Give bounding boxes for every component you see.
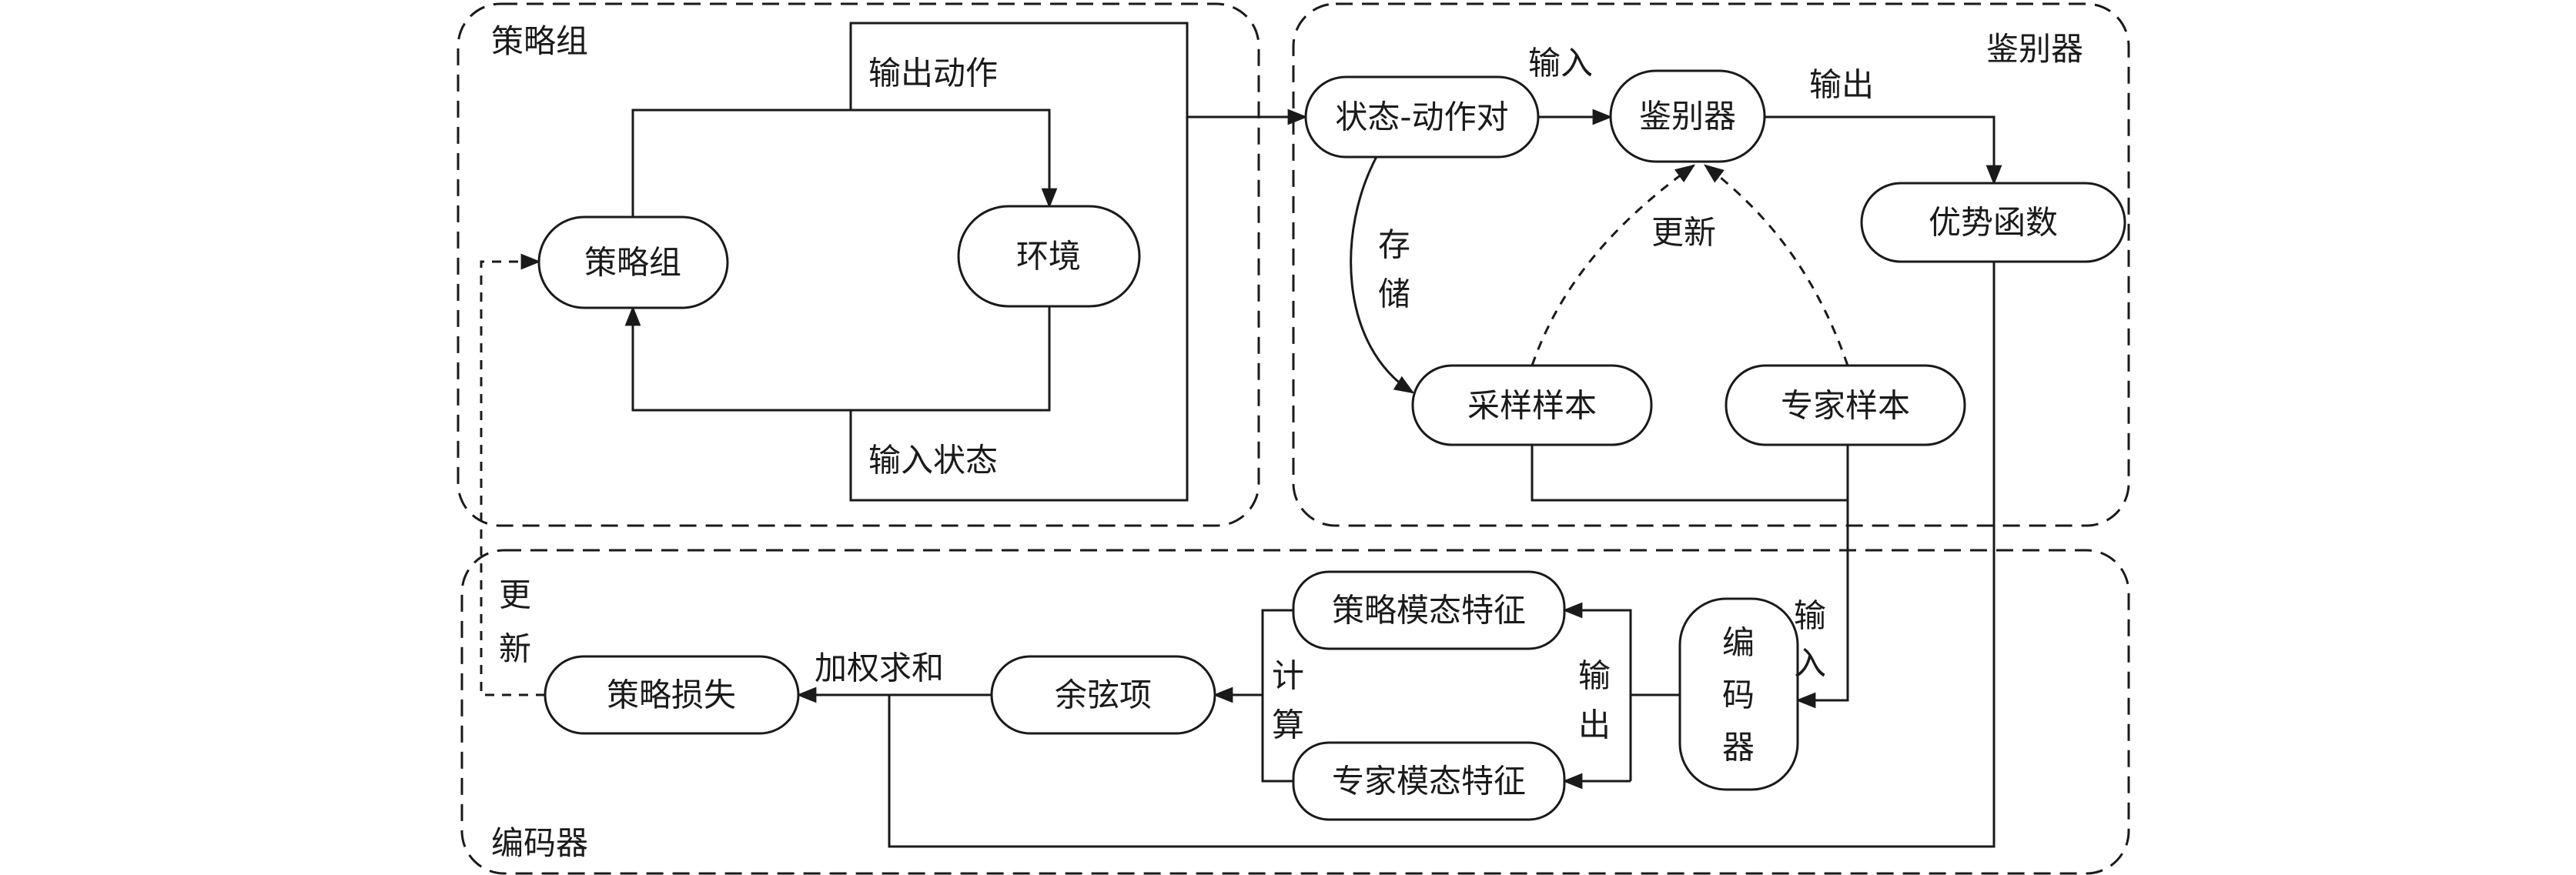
node-advantage-function (1860, 182, 2126, 263)
policy-group-container (457, 2, 1260, 527)
edge-label-compute-2: 算 (1272, 706, 1304, 744)
edge-label-compute-1: 计 (1272, 657, 1304, 695)
edge-discriminator-to-advantage (1765, 115, 2002, 185)
node-advantage-function-label: 优势函数 (1929, 204, 2058, 242)
node-encoder-label-3: 器 (1722, 729, 1755, 766)
edge-sampled-update-discriminator (1531, 164, 1696, 366)
edge-expert-update-discriminator (1703, 164, 1849, 366)
edge-label-output-action: 输出动作 (868, 55, 998, 92)
edge-samples-to-encoder (1531, 445, 1848, 502)
node-state-action-pair-label: 状态-动作对 (1335, 99, 1508, 136)
edge-label-update-policy-1: 更 (499, 576, 531, 614)
edge-label-output-encoder-2: 出 (1578, 706, 1611, 744)
edge-label-update-discriminator: 更新 (1651, 214, 1716, 252)
edge-label-update-policy-2: 新 (499, 630, 531, 668)
node-sampled-samples (1411, 364, 1653, 446)
node-policy-modal-features (1292, 570, 1566, 650)
discriminator-group-container (1292, 2, 2130, 527)
edge-advantage-to-weighted-sum (888, 262, 1996, 848)
edge-label-input-encoder-2: 入 (1794, 645, 1826, 683)
edge-label-input-state: 输入状态 (868, 442, 998, 479)
node-encoder-label-1: 编 (1722, 624, 1755, 662)
edge-label-output-encoder-1: 输 (1578, 657, 1611, 695)
node-state-action-pair (1304, 75, 1540, 159)
edge-store-curve (1350, 153, 1415, 394)
encoder-group-container (460, 549, 2130, 875)
edge-label-store-2: 储 (1378, 276, 1410, 313)
discriminator-group-title: 鉴别器 (1986, 30, 2083, 68)
node-expert-modal-features-label: 专家模态特征 (1332, 763, 1526, 800)
edge-environment-to-policy (624, 306, 1051, 412)
edge-label-input-discriminator: 输入 (1528, 45, 1593, 82)
node-policy-loss-label: 策略损失 (607, 676, 736, 714)
policy-group-title: 策略组 (491, 22, 588, 60)
node-discriminator (1609, 69, 1766, 163)
edge-label-input-encoder-1: 输 (1794, 597, 1826, 635)
edge-label-output-discriminator: 输出 (1809, 66, 1874, 104)
node-sampled-samples-label: 采样样本 (1467, 387, 1597, 425)
edge-policy-to-environment (631, 109, 1058, 217)
encoder-group-title: 编码器 (491, 824, 588, 862)
node-expert-samples (1725, 364, 1966, 446)
node-cosine-term (990, 655, 1216, 735)
edge-policy-loss-update-policy (480, 253, 545, 696)
edge-label-store-1: 存 (1378, 226, 1410, 264)
node-expert-modal-features (1292, 741, 1566, 821)
node-discriminator-label: 鉴别器 (1639, 98, 1736, 135)
node-expert-samples-label: 专家样本 (1781, 387, 1910, 425)
node-policy-loss (544, 655, 800, 735)
edge-rollout-frame (849, 22, 1189, 502)
node-cosine-term-label: 余弦项 (1055, 676, 1152, 714)
node-encoder (1678, 597, 1799, 791)
node-environment (957, 205, 1141, 308)
edge-encoder-to-policy-features (1562, 602, 1632, 781)
edge-features-to-cosine (1261, 609, 1293, 783)
node-environment-label: 环境 (1016, 238, 1081, 276)
node-policy-group-label: 策略组 (584, 244, 681, 282)
edge-label-weighted-sum: 加权求和 (815, 650, 944, 687)
node-encoder-label-2: 码 (1722, 676, 1755, 714)
edge-expert-to-encoder (1795, 445, 1849, 709)
node-policy-modal-features-label: 策略模态特征 (1332, 592, 1526, 630)
node-policy-group (537, 215, 729, 309)
